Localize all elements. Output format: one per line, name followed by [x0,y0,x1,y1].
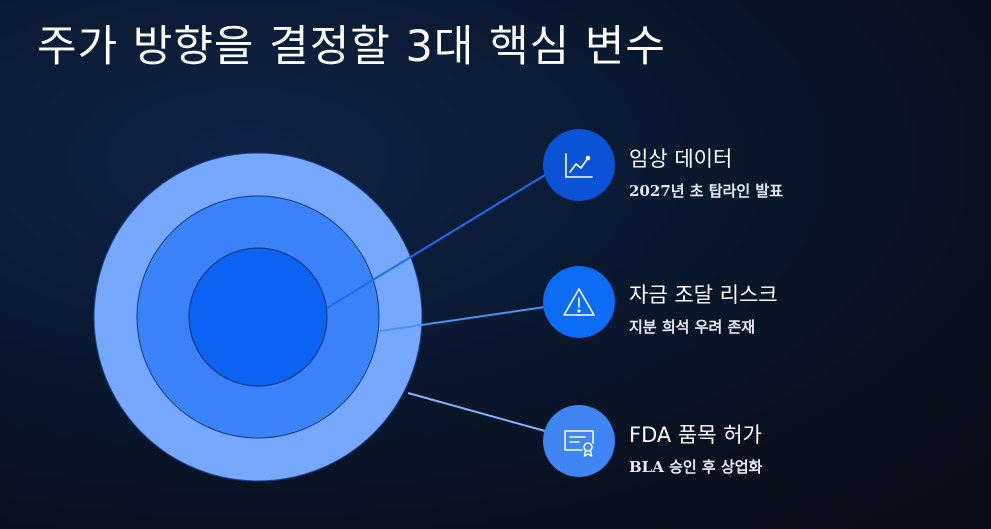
fda-approval-badge [543,405,615,477]
item-title-funding-risk: 자금 조달 리스크 [629,283,778,307]
item-title-fda-approval: FDA 품목 허가 [629,423,762,447]
inner-circle [188,247,328,387]
funding-risk-badge [543,266,615,338]
item-subtitle-fda-approval: BLA 승인 후 상업화 [629,458,763,476]
clinical-data-badge [543,129,615,201]
slide-title: 주가 방향을 결정할 3대 핵심 변수 [37,22,666,72]
line-chart-icon [565,153,593,178]
certificate-icon [564,430,594,457]
connector-line-2 [379,306,546,332]
warning-triangle-icon [563,288,595,316]
item-subtitle-funding-risk: 지분 희석 우려 존재 [629,318,756,336]
connector-line-3 [407,392,546,432]
item-subtitle-clinical-data: 2027년 초 탑라인 발표 [629,182,784,200]
item-title-clinical-data: 임상 데이터 [629,147,733,171]
connector-line-1 [326,174,546,309]
